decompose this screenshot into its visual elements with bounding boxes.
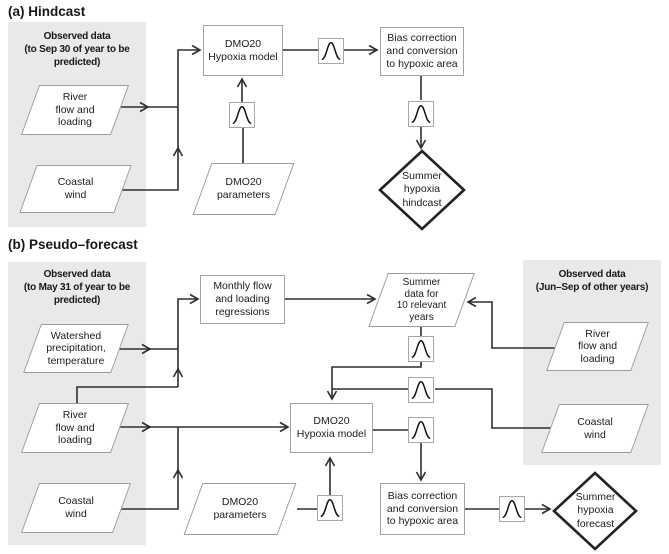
node-label: Coastal wind: [57, 176, 94, 201]
wire-river-bl-top: [76, 386, 178, 403]
node-bias-correction-a: Bias correction and conversion to hypoxi…: [380, 27, 464, 76]
bell-curve-icon: [318, 38, 344, 64]
bell-curve-icon: [499, 496, 525, 522]
node-watershed-precip: Watershed precipitation, temperature: [22, 324, 130, 373]
arrowhead: [415, 471, 427, 482]
bell-curve-icon: [317, 495, 343, 521]
arrowhead: [189, 293, 200, 305]
arrowhead: [466, 296, 477, 308]
hindcast-output-label: Summer hypoxia hindcast: [402, 170, 442, 209]
node-label: Coastal wind: [58, 495, 94, 520]
wire-coastal-bl-to-junction: [114, 427, 179, 510]
panel-b-left-observed-header: Observed data (to May 31 of year to be p…: [23, 269, 131, 306]
node-label: DMO20 parameters: [213, 496, 267, 521]
node-label: Watershed precipitation, temperature: [46, 329, 106, 367]
wire-river-a-to-model: [112, 49, 200, 108]
node-monthly-regressions: Monthly flow and loading regressions: [200, 275, 285, 324]
panel-b-right-observed-header: Observed data (Jun–Sep of other years): [535, 269, 649, 293]
panel-a-observed-header: Observed data (to Sep 30 of year to be p…: [24, 31, 130, 68]
node-coastal-wind-b-left: Coastal wind: [20, 483, 132, 533]
node-river-flow-b-right: River flow and loading: [545, 322, 650, 371]
node-dmo20-model-b: DMO20 Hypoxia model: [290, 403, 373, 453]
wire-river-br-to-summerdata: [468, 301, 555, 349]
summer-hypoxia-hindcast-diamond: [378, 149, 466, 231]
node-label: Summer data for 10 relevant years: [396, 277, 447, 323]
node-label: River flow and loading: [577, 327, 618, 365]
arrowhead: [415, 139, 427, 150]
wire-coastal-a-to-junction: [115, 107, 179, 191]
node-dmo20-parameters-b: DMO20 parameters: [183, 483, 297, 535]
arrowhead: [236, 77, 248, 88]
node-label: Coastal wind: [577, 415, 613, 441]
node-coastal-wind-a: Coastal wind: [18, 165, 133, 213]
node-dmo20-parameters-a: DMO20 parameters: [192, 163, 295, 215]
arrowhead: [141, 421, 152, 433]
arrowhead: [368, 44, 379, 56]
flow-arrows: [76, 44, 555, 515]
arrowhead: [279, 421, 290, 433]
arrowhead: [324, 456, 336, 467]
summer-hypoxia-forecast-diamond: [552, 471, 638, 551]
bell-curve-icon: [408, 336, 434, 362]
arrowhead: [191, 44, 202, 56]
node-label: River flow and loading: [55, 409, 95, 447]
node-label: River flow and loading: [55, 91, 95, 129]
node-river-flow-a: River flow and loading: [20, 85, 130, 135]
arrowhead: [172, 468, 184, 479]
node-label: DMO20 parameters: [216, 176, 271, 201]
arrowhead: [172, 146, 184, 157]
wire-junction-to-monthly: [177, 298, 198, 387]
arrowhead: [139, 101, 150, 113]
bell-curve-icon: [408, 101, 434, 127]
bell-curve-icon: [408, 417, 434, 443]
node-river-flow-b-left: River flow and loading: [20, 403, 130, 453]
arrowhead: [366, 293, 377, 305]
wire-coastal-br-to-bell2: [435, 388, 552, 429]
panel-a-title: (a) Hindcast: [8, 4, 86, 19]
arrowhead: [172, 367, 184, 378]
bell-curve-icon: [229, 102, 255, 128]
arrowhead: [326, 390, 338, 401]
node-dmo20-model-a: DMO20 Hypoxia model: [203, 25, 283, 76]
panel-b-title: (b) Pseudo–forecast: [8, 237, 138, 252]
bell-curve-icon: [408, 377, 434, 403]
node-bias-correction-b: Bias correction and conversion to hypoxi…: [380, 483, 465, 535]
arrowhead: [141, 343, 152, 355]
node-coastal-wind-b-right: Coastal wind: [540, 404, 650, 453]
forecast-output-label: Summer hypoxia forecast: [575, 491, 616, 530]
arrowhead: [541, 503, 552, 515]
node-summer-data: Summer data for 10 relevant years: [368, 273, 475, 327]
wire-bell-to-model-top: [331, 362, 422, 399]
